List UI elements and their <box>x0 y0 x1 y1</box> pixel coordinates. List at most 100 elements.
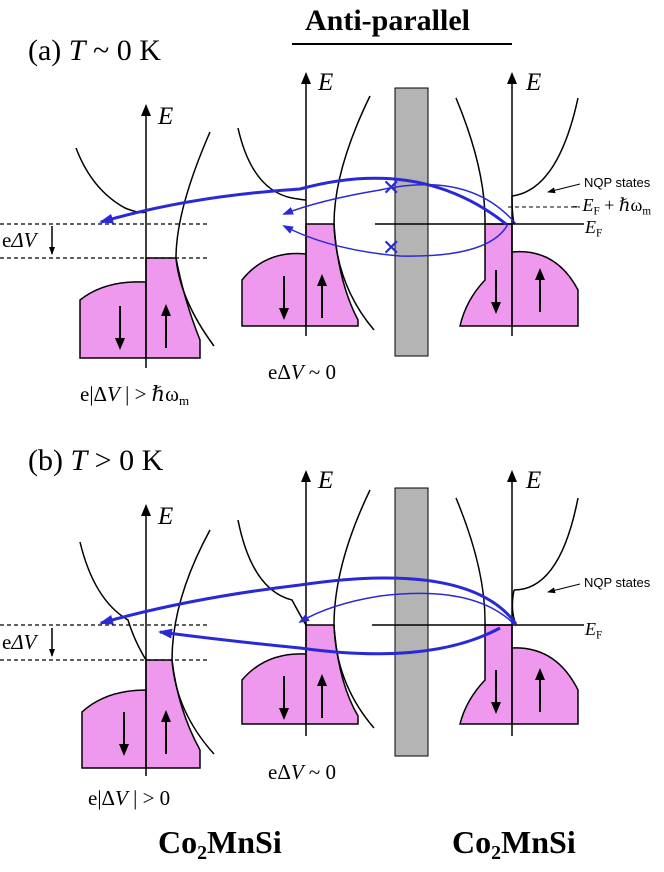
panel-a-bias-abs: e|ΔV | > ℏωm <box>80 382 190 408</box>
material-right-suffix: MnSi <box>501 824 576 860</box>
panel-b-label-prefix: (b) <box>28 444 71 477</box>
panel-a-ef-label: EF <box>585 217 603 240</box>
panel-a-right-left-curve <box>455 97 486 225</box>
panel-a-left-axis-label: E <box>158 103 174 130</box>
panel-a-barrier <box>394 87 429 357</box>
panel-a-center-spin-down-band <box>241 252 307 327</box>
panel-a-label-prefix: (a) <box>28 34 69 67</box>
panel-a-left-spin-up-band <box>145 257 201 359</box>
panel-a-bias-abs-lhs: e|Δ <box>80 382 108 406</box>
panel-b-ef-var: E <box>585 619 596 639</box>
panel-b-right-axis-label: E <box>526 467 542 494</box>
panel-b-center-lower-curve <box>333 624 375 729</box>
panel-b-bias-abs-rhs: | > 0 <box>127 786 171 810</box>
panel-a-bias-e: e <box>2 228 12 252</box>
panel-b-center-spin-down-band <box>241 653 307 725</box>
panel-a-right-spin-up-band <box>511 250 579 327</box>
panel-a-ef-plus-var: E <box>582 195 594 215</box>
panel-a-ef-plus-rest: + ℏω <box>599 195 643 215</box>
panel-b-left-axis-label: E <box>158 503 174 530</box>
panel-a-ef-plus-sub: F <box>593 205 600 218</box>
panel-a-bias-left: eΔV <box>2 230 36 251</box>
panel-b-center-spin-up-band <box>305 624 359 725</box>
panel-b-label-rest: > 0 K <box>87 444 164 477</box>
panel-a-nqp-label: NQP states <box>584 175 651 190</box>
panel-a-bias-center: eΔV ~ 0 <box>268 362 336 383</box>
panel-b-center-left-curve <box>237 519 307 626</box>
panel-b-left-lower-curve <box>171 659 215 755</box>
panel-b <box>0 470 584 776</box>
panel-b-center-right-curve <box>333 489 371 626</box>
panel-b-barrier <box>394 487 429 757</box>
panel-a-right-axis-label: E <box>526 69 542 96</box>
material-right-label: Co2MnSi <box>452 824 576 863</box>
panel-a-label-rest: ~ 0 K <box>85 34 161 67</box>
panel-a-right-nqp-pointer <box>547 183 581 194</box>
material-right-sub: 2 <box>491 841 502 864</box>
panel-a-blocked-lower: ✕ <box>382 236 401 261</box>
panel-b-bias-dv: ΔV <box>11 630 37 654</box>
panel-b-right-upper-curve <box>513 497 579 591</box>
panel-a-upper-loop-arrow <box>282 183 517 225</box>
panel-b-left-left-curve <box>79 541 147 661</box>
panel-b-bias-e: e <box>2 630 12 654</box>
panel-b-bias-center-lhs: eΔ <box>268 760 291 784</box>
panel-b-bias-center: eΔV ~ 0 <box>268 762 336 783</box>
panel-a-left-lower-curve <box>175 257 215 347</box>
panel-a-label: (a) T ~ 0 K <box>28 36 161 66</box>
panel-a-ef-sub: F <box>596 227 603 240</box>
material-left-prefix: Co <box>158 824 198 860</box>
material-left-sub: 2 <box>197 841 208 864</box>
panel-a-bias-center-var: V <box>290 360 304 384</box>
panel-b-center-axis-label: E <box>318 467 334 494</box>
material-right-prefix: Co <box>452 824 492 860</box>
panel-b-bias-abs: e|ΔV | > 0 <box>88 788 170 809</box>
panel-b-left-right-curve <box>171 529 211 661</box>
panel-a-left-left-curve <box>75 147 147 214</box>
panel-b-ef-label: EF <box>585 619 603 642</box>
panel-b-lower-tunnel-arrow <box>158 626 501 656</box>
panel-b-right-spin-up-band <box>511 647 579 725</box>
panel-a-left-electrode <box>0 104 215 368</box>
panel-a-left-spin-down-band <box>79 281 147 359</box>
panel-a-right-upper-curve <box>511 97 579 197</box>
panel-a-center-electrode <box>237 72 375 336</box>
material-left-suffix: MnSi <box>207 824 282 860</box>
panel-b-nqp-label: NQP states <box>584 575 651 590</box>
panel-a-ef-plus-label: - EF + ℏωm <box>572 195 651 218</box>
panel-b-bias-abs-var: V <box>115 786 128 810</box>
material-left-label: Co2MnSi <box>158 824 282 863</box>
panel-a-right-electrode <box>455 72 581 336</box>
panel-b-label-var: T <box>70 444 88 477</box>
panel-b-left-spin-down-band <box>81 689 147 769</box>
panel-b-center-electrode <box>237 470 375 736</box>
panel-b-left-electrode <box>0 504 215 776</box>
panel-b-left-spin-up-band <box>145 659 201 769</box>
panel-a-center-right-curve <box>333 95 371 225</box>
panel-a-center-left-curve <box>237 127 307 201</box>
panel-b-ef-sub: F <box>596 629 603 642</box>
panel-a-bias-center-rhs: ~ 0 <box>303 360 337 384</box>
panel-b-right-nqp-pointer <box>547 583 581 594</box>
panel-a-bias-abs-rhs: | > ℏω <box>119 382 180 406</box>
panel-a-ef-plus-m: m <box>642 205 651 218</box>
panel-a-center-lower-curve <box>333 223 375 331</box>
panel-a-lower-loop-arrow <box>282 223 509 257</box>
panel-b-bias-center-rhs: ~ 0 <box>303 760 337 784</box>
panel-b-right-left-curve <box>455 497 486 626</box>
panel-a-bias-abs-sub: m <box>179 392 190 408</box>
panel-a-ef-var: E <box>585 217 596 237</box>
panel-a-left-right-curve <box>175 131 211 259</box>
panel-a-blocked-upper: ✕ <box>382 176 401 201</box>
panel-a <box>0 72 584 368</box>
panel-a-bias-center-lhs: eΔ <box>268 360 291 384</box>
panel-b-label: (b) T > 0 K <box>28 446 163 476</box>
panel-b-bias-center-var: V <box>290 760 304 784</box>
panel-b-thin-loop-arrow <box>298 592 517 627</box>
panel-a-center-axis-label: E <box>318 69 334 96</box>
panel-b-right-electrode <box>455 470 581 736</box>
panel-a-right-spin-down-band <box>459 223 513 327</box>
panel-a-label-var: T <box>68 34 86 67</box>
panel-b-bias-left: eΔV <box>2 632 36 653</box>
